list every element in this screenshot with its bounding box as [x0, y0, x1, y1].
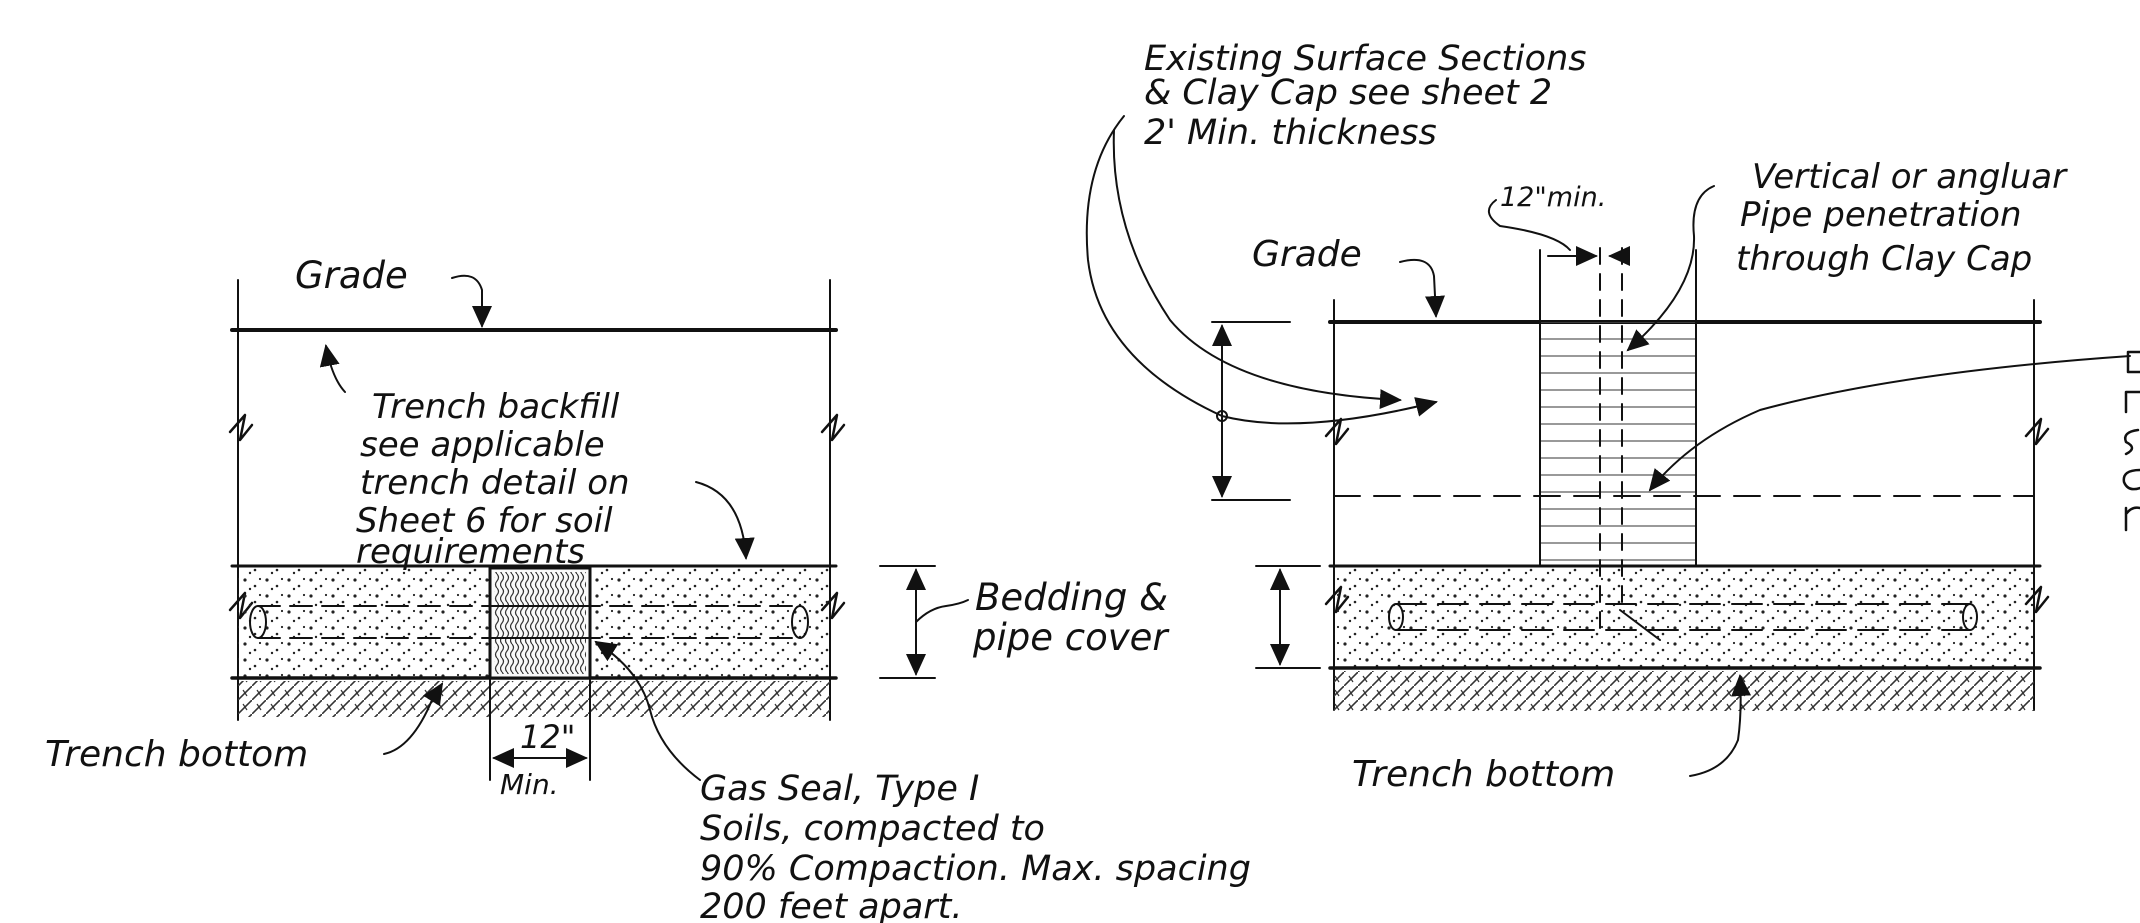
backfill-leader-up: [319, 344, 346, 393]
surface-note: Existing Surface Sections & Clay Cap see…: [1144, 39, 1587, 153]
surface-note-line: 2' Min. thickness: [1144, 113, 1437, 153]
gas-seal-note-line: Gas Seal, Type I: [700, 769, 979, 809]
native-soil-hatch: [238, 681, 830, 717]
backfill-note-line: requirements: [356, 532, 585, 572]
gas-seal-leader: [594, 640, 701, 781]
penetration-note-line: Vertical or angluar: [1752, 157, 2068, 197]
right-detail: [1085, 115, 2131, 777]
seal-dimension-extension: [489, 679, 591, 781]
cap-thickness-extension: [1211, 321, 1291, 501]
bedding-leader: [915, 599, 969, 623]
left-grade-label: Grade: [295, 254, 408, 297]
break-mark: [1324, 417, 1350, 446]
pipe-through-seal: [489, 605, 591, 639]
gas-seal-note-line: 90% Compaction. Max. spacing: [700, 849, 1251, 889]
bedding-dimension-extension: [879, 565, 936, 679]
gas-seal-fill: [494, 572, 586, 674]
penetration-zone-edges: [1539, 249, 1697, 567]
min-clearance-label: 12"min.: [1500, 182, 1606, 213]
break-mark: [820, 413, 846, 442]
trench-bottom-leader: [383, 682, 444, 755]
backfill-note-line: Trench backfill: [372, 387, 620, 427]
break-mark: [2024, 417, 2050, 446]
gas-seal-note-line: 200 feet apart.: [700, 887, 963, 923]
cut-off-text-fragment: [2126, 350, 2140, 374]
penetration-zone: [1540, 322, 1696, 566]
horizontal-pipe: [1388, 603, 1978, 631]
cut-off-leader: [1648, 355, 2131, 492]
trench-bottom-leader: [1689, 674, 1752, 777]
backfill-note-line: trench detail on: [360, 463, 630, 503]
backfill-note: Trench backfill see applicable trench de…: [356, 387, 630, 572]
backfill-note-line: Sheet 6 for soil: [356, 501, 613, 541]
bedding-zone: [1334, 566, 2034, 668]
surface-note-leader: [1085, 115, 1438, 425]
seal-width-label: 12": [520, 718, 575, 756]
penetration-note: Vertical or angluar Pipe penetration thr…: [1736, 157, 2068, 279]
penetration-note-line: Pipe penetration: [1740, 195, 2022, 235]
grade-leader: [451, 274, 492, 328]
cut-off-text-fragment: [2124, 390, 2140, 414]
backfill-leader-down: [695, 481, 755, 560]
right-trench-bottom-label: Trench bottom: [1352, 754, 1615, 795]
break-mark: [228, 413, 254, 442]
left-detail: [228, 274, 969, 781]
right-grade-label: Grade: [1252, 234, 1362, 275]
surface-note-line: & Clay Cap see sheet 2: [1144, 73, 1552, 113]
min-clearance-leader: [1488, 199, 1571, 251]
penetration-leader: [1626, 185, 1715, 352]
bedding-label-line: pipe cover: [972, 616, 1170, 659]
seal-width-label: Min.: [500, 768, 559, 801]
cut-off-text-fragment: [2124, 428, 2140, 456]
left-trench-bottom-label: Trench bottom: [45, 734, 308, 775]
grade-leader: [1399, 258, 1445, 318]
penetration-note-line: through Clay Cap: [1736, 239, 2032, 279]
native-soil-hatch: [1334, 671, 2034, 711]
cut-off-text-fragment: [2122, 468, 2140, 491]
left-labels: Grade Trench backfill see applicable tre…: [45, 254, 1251, 923]
surface-note-leader: [1112, 129, 1402, 410]
gas-seal-note: Gas Seal, Type I Soils, compacted to 90%…: [700, 769, 1251, 923]
surface-note-line: Existing Surface Sections: [1144, 39, 1587, 79]
gas-seal-note-line: Soils, compacted to: [700, 809, 1045, 849]
dimension-node: [1216, 410, 1228, 422]
backfill-note-line: see applicable: [360, 425, 605, 465]
right-labels: Existing Surface Sections & Clay Cap see…: [1144, 39, 2140, 795]
cut-off-text-fragment: [2124, 506, 2140, 532]
bedding-label-line: Bedding &: [975, 576, 1168, 619]
bedding-dimension-extension: [1255, 565, 1321, 669]
